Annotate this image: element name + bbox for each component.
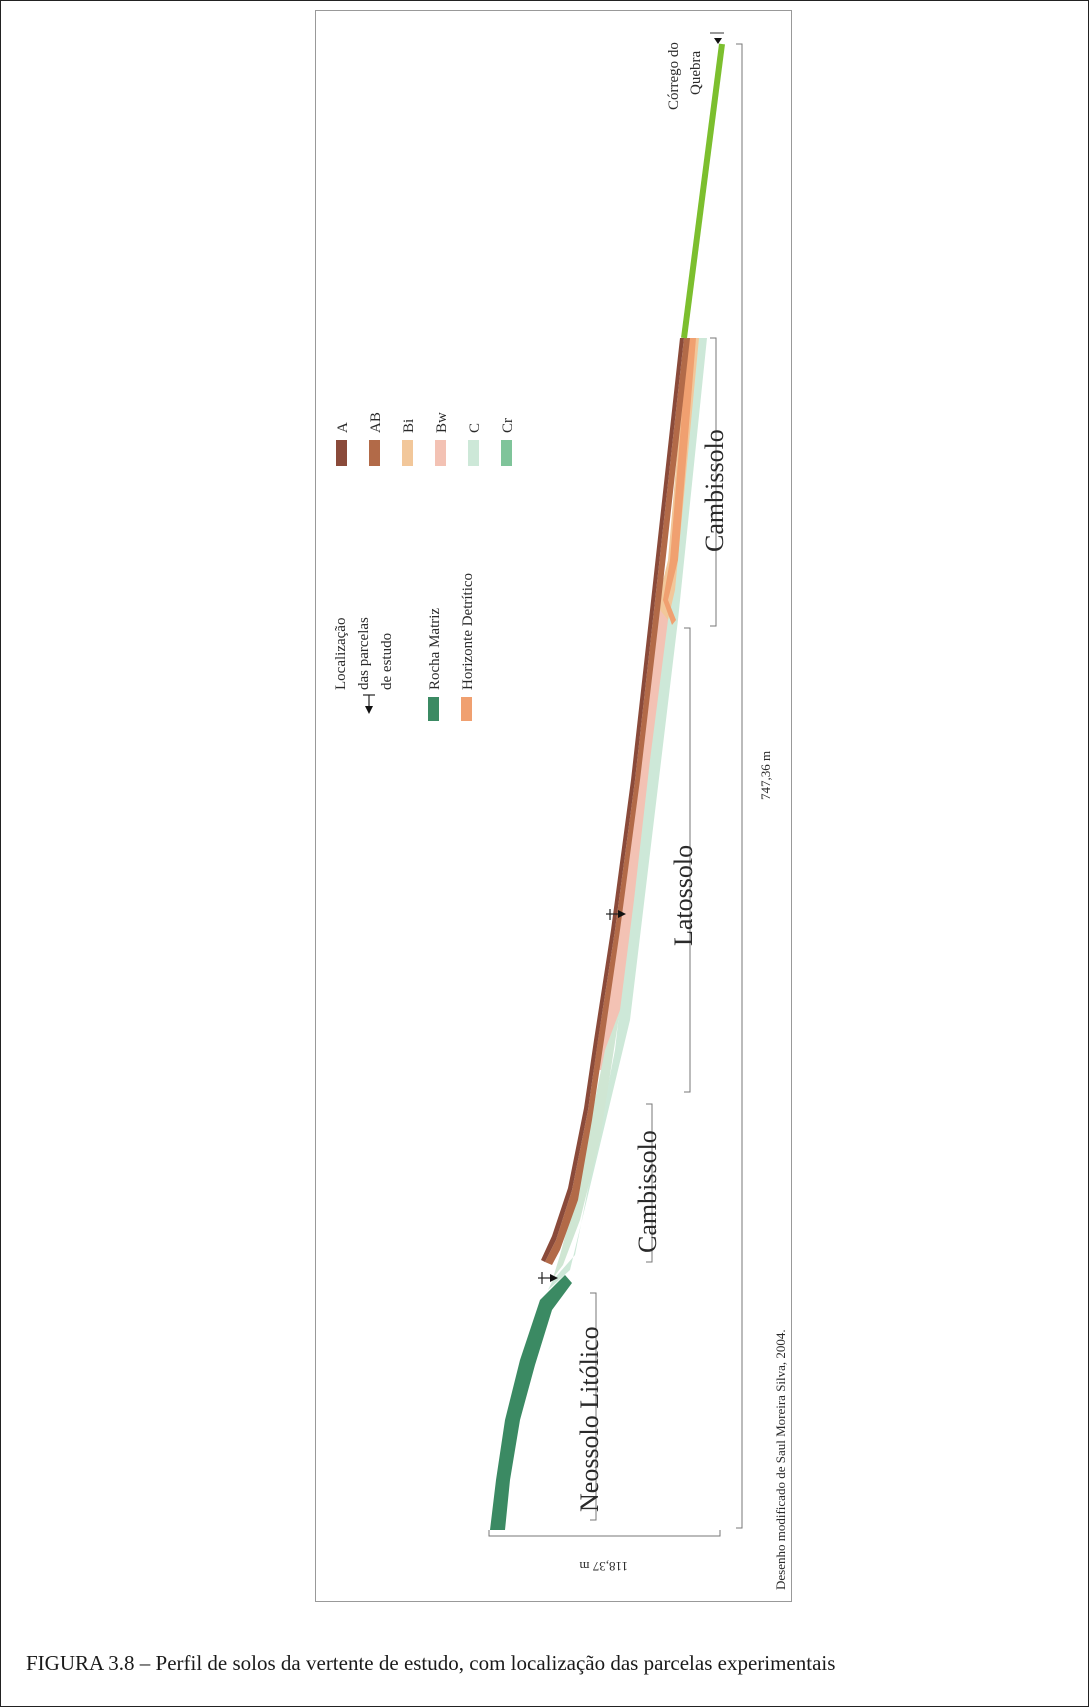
parcel-marker-lower [538, 1272, 558, 1284]
label-cambissolo-upper: Cambissolo [700, 429, 729, 552]
horizonte-detritico-band [663, 338, 696, 625]
legend-label-bi: Bi [401, 419, 417, 433]
rocha-matriz-band [490, 1275, 572, 1530]
label-cambissolo-lower: Cambissolo [633, 1130, 662, 1253]
dimension-height: 118,37 m [579, 1559, 628, 1574]
horizon-c-band [548, 338, 707, 1290]
legend-swatch-horizonte-detritico [461, 697, 472, 721]
legend-location-line2: das parcelas [356, 617, 372, 690]
location-marker-icon [363, 694, 375, 714]
legend-swatch-bi [402, 440, 413, 466]
figure-frame [315, 10, 792, 1602]
label-neossolo-litolico: Neossolo Litólico [575, 1326, 604, 1512]
stream-label-line2: Quebra [688, 51, 704, 95]
drawing-credit: Desenho modificado de Saul Moreira Silva… [773, 1329, 788, 1590]
bracket-latossolo [684, 627, 691, 1093]
stream-label-line1: Córrego do [666, 42, 682, 110]
legend-label-rocha-matriz: Rocha Matriz [427, 608, 443, 690]
legend-label-c: C [467, 423, 483, 433]
bracket-length [736, 43, 743, 1529]
legend-label-bw: Bw [434, 412, 450, 433]
soil-profile [490, 32, 725, 1530]
label-latossolo: Latossolo [669, 845, 698, 946]
legend-location-line1: Localização [333, 618, 349, 690]
horizon-ab-band [545, 338, 690, 1265]
legend-swatch-ab [369, 440, 380, 466]
legend-swatch-cr [501, 440, 512, 466]
bracket-height [488, 1530, 721, 1537]
legend-swatch-bw [435, 440, 446, 466]
legend-label-horizonte-detritico: Horizonte Detrítico [460, 573, 476, 690]
corrego-marker [714, 38, 722, 44]
legend: Localização das parcelas de estudo Rocha… [333, 412, 516, 721]
legend-location-line3: de estudo [379, 633, 395, 690]
legend-swatch-rocha-matriz [428, 697, 439, 721]
legend-swatch-a [336, 440, 347, 466]
legend-label-cr: Cr [500, 418, 516, 433]
bracket-cambissolo-lower [646, 1103, 653, 1263]
bracket-cambissolo-upper [710, 337, 717, 627]
legend-swatch-c [468, 440, 479, 466]
corrego-segment [681, 43, 725, 339]
dimension-length: 747,36 m [758, 751, 773, 800]
parcel-marker-upper [606, 909, 626, 920]
horizon-a-band [541, 338, 684, 1262]
legend-label-a: A [335, 422, 351, 433]
figure-caption: FIGURA 3.8 – Perfil de solos da vertente… [26, 1651, 836, 1675]
legend-label-ab: AB [368, 412, 384, 433]
bracket-neossolo [590, 1292, 597, 1521]
